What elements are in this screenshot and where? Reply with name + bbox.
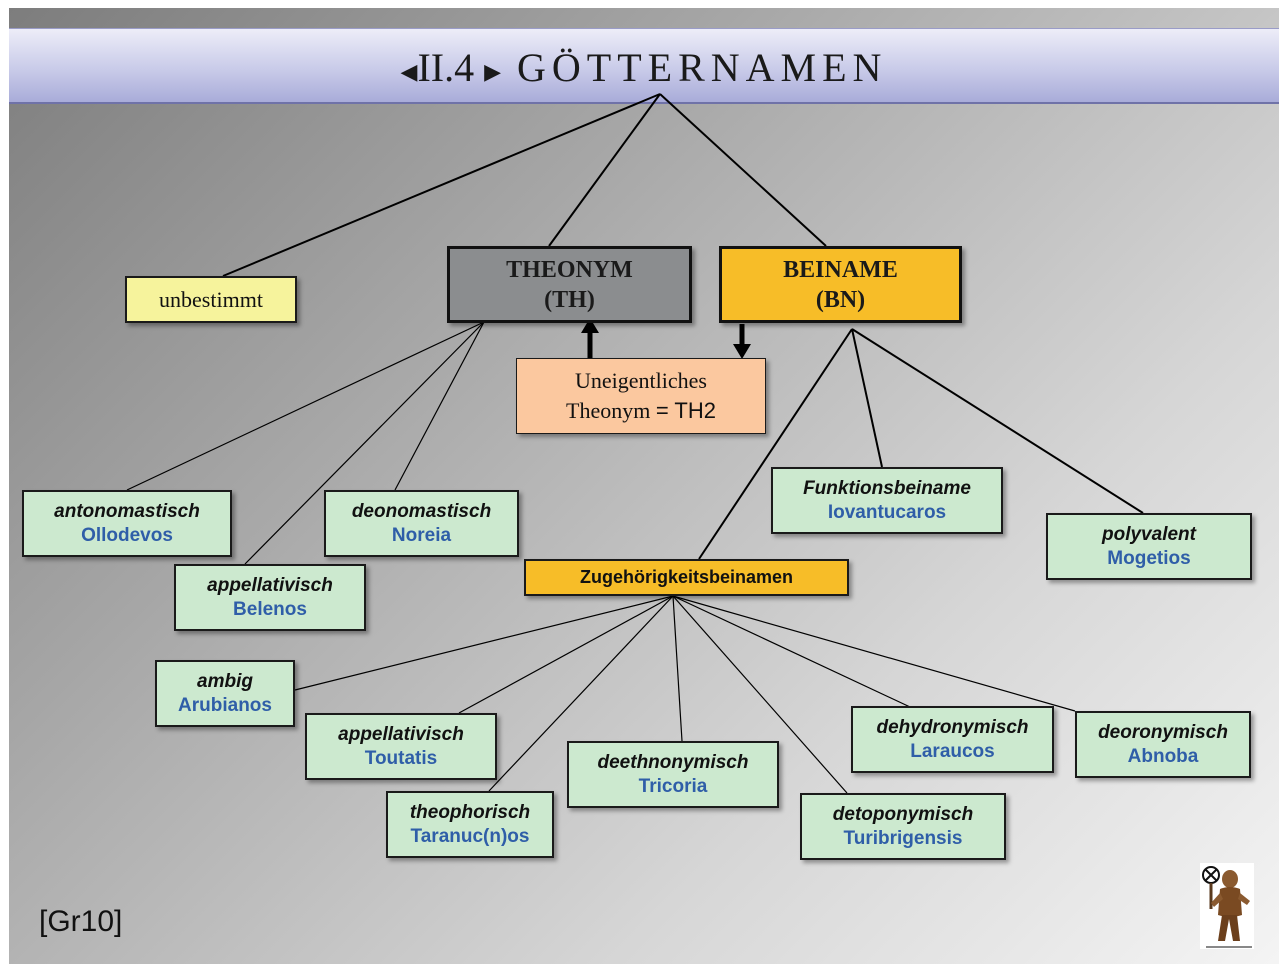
leaf-type: detoponymisch [832,803,974,825]
arrow-up-head [581,318,599,333]
leaf-theophorisch: theophorisch Taranuc(n)os [386,791,554,858]
leaf-example: Abnoba [1127,745,1199,767]
leaf-example: Tricoria [638,775,708,797]
leaf-appellativisch-belenos: appellativisch Belenos [174,564,366,631]
leaf-example: Laraucos [910,740,995,762]
edge-zug-detoponymisch [672,595,848,794]
node-uneigentliches-theonym: Uneigentliches Theonym = TH2 [516,358,766,434]
leaf-example: Ollodevos [81,524,173,546]
leaf-type: Funktionsbeiname [803,477,971,499]
leaf-type: antonomastisch [54,500,200,522]
leaf-type: deoronymisch [1098,721,1228,743]
edge-beiname-zugehoerig [698,328,853,560]
arrow-down-head [733,344,751,359]
edge-zug-theophorisch [488,595,674,792]
node-beiname: BEINAME (BN) [719,246,962,323]
leaf-example: Iovantucaros [827,501,947,523]
leaf-example: Arubianos [178,694,272,716]
leaf-deoronymisch: deoronymisch Abnoba [1075,711,1251,778]
section-number: II.4 [417,45,475,90]
celtic-figure-logo [1200,863,1254,949]
leaf-example: Taranuc(n)os [410,825,530,847]
leaf-type: dehydronymisch [876,716,1029,738]
triangle-left-icon: ◀ [400,58,418,84]
leaf-appellativisch-toutatis: appellativisch Toutatis [305,713,497,780]
node-uneig-line2: Theonym = TH2 [517,396,765,426]
leaf-example: Turibrigensis [843,827,963,849]
node-unbestimmt: unbestimmt [125,276,297,323]
edge-zug-ambig [294,595,674,691]
edge-root-unbestimmt [222,93,661,277]
edge-beiname-funktion [851,328,883,468]
leaf-deonomastisch: deonomastisch Noreia [324,490,519,557]
leaf-dehydronymisch: dehydronymisch Laraucos [851,706,1054,773]
leaf-detoponymisch: detoponymisch Turibrigensis [800,793,1006,860]
leaf-ambig: ambig Arubianos [155,660,295,727]
slide: ◀II.4 ▶ GÖTTERNAMEN [9,8,1279,964]
leaf-type: theophorisch [409,801,531,823]
leaf-type: ambig [197,670,253,692]
leaf-example: Mogetios [1107,547,1191,569]
edge-zug-appellativisch [458,595,674,714]
edge-beiname-polyvalent [851,328,1144,514]
leaf-example: Toutatis [364,747,438,769]
node-theonym: THEONYM (TH) [447,246,692,323]
edge-theonym-deonomastisch [394,321,485,491]
leaf-type: polyvalent [1102,523,1196,545]
node-zug-label: Zugehörigkeitsbeinamen [579,567,794,587]
edge-root-theonym [548,93,661,247]
edge-root-beiname [659,93,827,247]
edge-zug-deethnonymisch [672,595,683,742]
title-text: GÖTTERNAMEN [517,45,888,90]
leaf-deethnonymisch: deethnonymisch Tricoria [567,741,779,808]
leaf-type: appellativisch [207,574,333,596]
node-uneig-th2: = TH2 [655,398,716,423]
node-beiname-abbr: (BN) [815,286,866,313]
node-beiname-title: BEINAME [783,256,898,283]
citation: [Gr10] [39,905,123,938]
leaf-funktionsbeiname: Funktionsbeiname Iovantucaros [771,467,1003,534]
title-bar [9,28,1279,104]
leaf-example: Belenos [233,598,307,620]
leaf-type: deonomastisch [351,500,492,522]
triangle-right-icon: ▶ [484,58,502,84]
node-theonym-abbr: (TH) [544,286,595,313]
leaf-type: deethnonymisch [597,751,749,773]
connector-lines [126,93,1144,794]
edge-zug-dehydronymisch [672,595,926,715]
leaf-polyvalent: polyvalent Mogetios [1046,513,1252,580]
node-unbestimmt-label: unbestimmt [159,286,263,312]
node-theonym-title: THEONYM [506,256,633,283]
leaf-example: Noreia [391,524,452,546]
node-zugehoerigkeitsbeinamen: Zugehörigkeitsbeinamen [524,559,849,596]
leaf-type: appellativisch [338,723,464,745]
edge-theonym-antonomastisch [126,321,485,491]
node-uneig-theonym: Theonym [566,398,651,423]
slide-title: ◀II.4 ▶ GÖTTERNAMEN [9,44,1279,91]
edge-zug-deoronymisch [672,595,1076,712]
node-uneig-line1: Uneigentliches [575,368,707,393]
edge-theonym-appellativisch [244,321,485,565]
leaf-antonomastisch: antonomastisch Ollodevos [22,490,232,557]
